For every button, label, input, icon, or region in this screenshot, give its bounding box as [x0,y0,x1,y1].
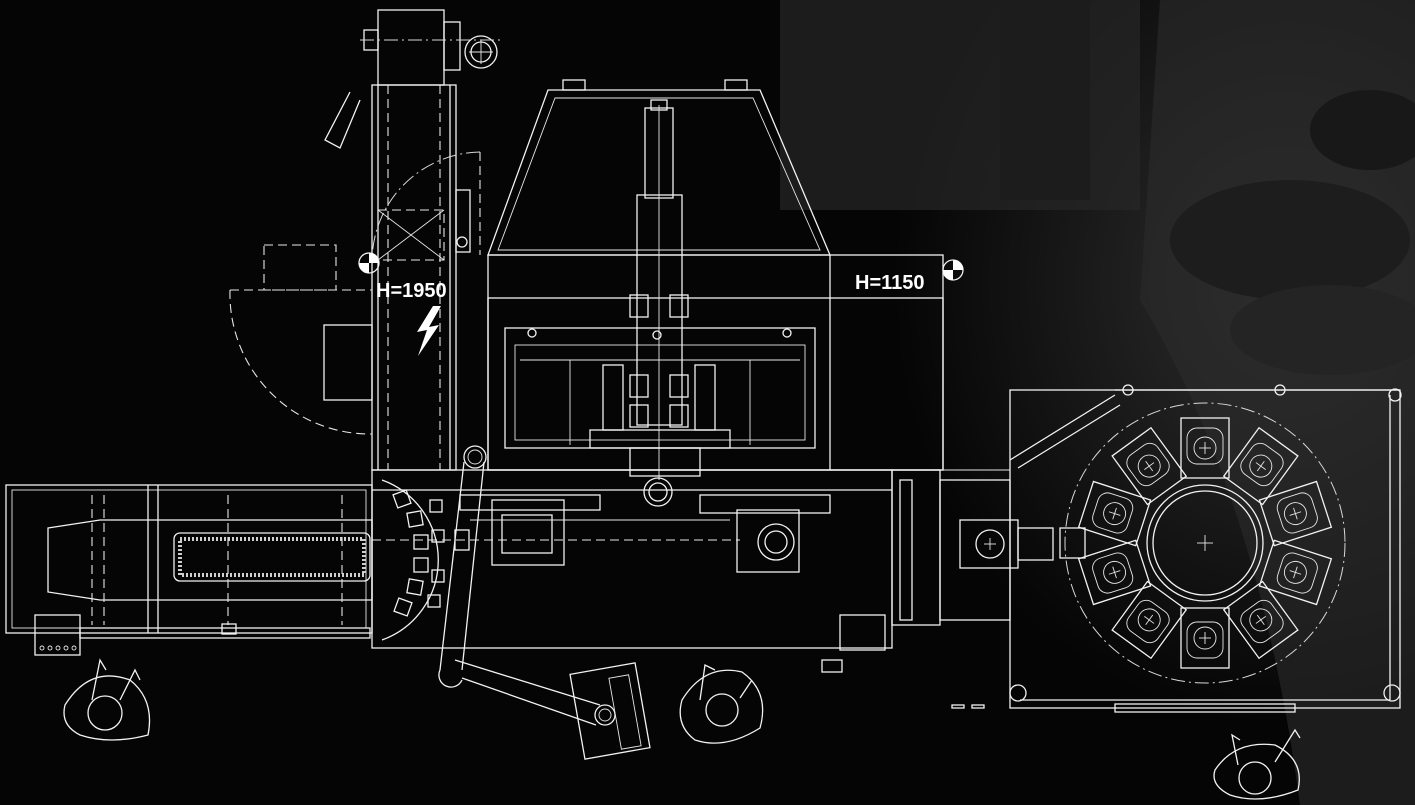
machine-base [371,469,1011,673]
infeed-conveyor [5,484,373,656]
door-swing-arcs [229,91,481,435]
operator-figure-right [1213,728,1301,800]
rotary-index-table [1064,402,1346,684]
top-motor-assembly [360,9,500,86]
fixture-station [1077,539,1152,606]
vertical-lift-column [371,84,471,471]
fixture-station [1222,580,1299,660]
vertical-spindle [589,99,731,507]
fixture-station [1111,580,1188,660]
fixture-station [1111,426,1188,506]
operator-figure-left [63,658,151,741]
height-label-right: H=1150 [855,272,925,294]
electrical-hazard-icon [417,306,441,356]
fixture-stations [1077,417,1333,669]
rotary-table-enclosure [951,384,1402,713]
fixture-station [1258,539,1333,606]
fixture-station [1180,417,1230,479]
fixture-station [1077,480,1152,547]
swing-arm [438,445,651,760]
operator-figure-center [679,664,764,744]
fixture-station [1258,480,1333,547]
index-star-feeder [381,479,470,641]
transfer-station [959,394,1121,569]
height-label-left: H=1950 [376,280,447,302]
center-mark-symbol-right [942,259,964,281]
center-mark-symbol-left [358,252,380,274]
fixture-station [1180,607,1230,669]
fixture-station [1222,426,1299,506]
